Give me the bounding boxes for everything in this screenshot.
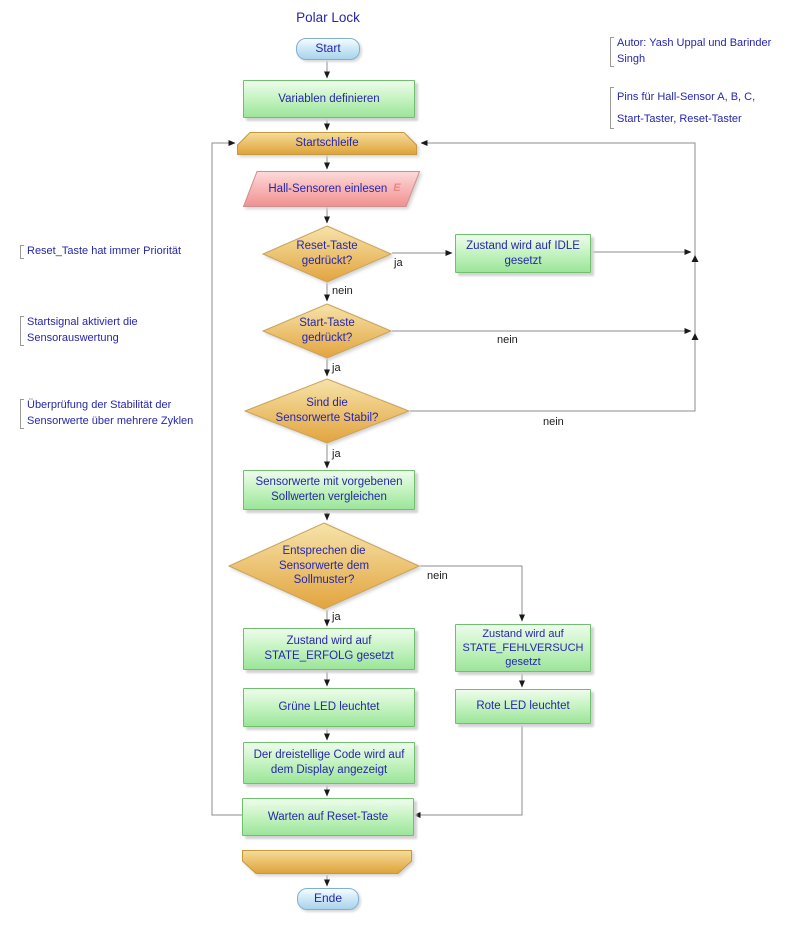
process-set-state-erfolg: Zustand wird auf STATE_ERFOLG gesetzt xyxy=(243,628,415,670)
process-display-code: Der dreistellige Code wird auf dem Displ… xyxy=(243,742,415,784)
branch-label-nein-stable: nein xyxy=(543,416,564,428)
end-terminal-label: Ende xyxy=(313,891,343,906)
loop-start-shape: Startschleife xyxy=(237,132,417,155)
annotation-pins: Pins für Hall-Sensor A, B, C, Start-Tast… xyxy=(610,86,792,130)
branch-label-ja-reset: ja xyxy=(394,257,403,269)
process-green-led-label: Grüne LED leuchtet xyxy=(278,701,380,714)
decision-match-pattern-label: Entsprechen die Sensorwerte dem Sollmust… xyxy=(278,544,370,587)
process-set-state-fehlversuch: Zustand wird auf STATE_FEHLVERSUCH geset… xyxy=(455,624,591,672)
annotation-start-signal-line1: Startsignal aktiviert die xyxy=(27,316,138,328)
branch-label-ja-match: ja xyxy=(332,611,341,623)
input-parallelogram xyxy=(243,171,420,207)
page-title: Polar Lock xyxy=(296,10,360,25)
annotation-start-signal-line2: Sensorauswertung xyxy=(27,331,119,344)
annotation-pins-line1: Pins für Hall-Sensor A, B, C, xyxy=(617,91,756,103)
process-set-state-erfolg-label: Zustand wird auf STATE_ERFOLG gesetzt xyxy=(264,635,394,662)
annotation-start-signal: Startsignal aktiviert die Sensorauswertu… xyxy=(20,315,197,347)
annotation-stability-line2: Sensorwerte über mehrere Zyklen xyxy=(27,414,194,427)
decision-diamond xyxy=(262,303,392,359)
loop-end-shape xyxy=(242,850,412,874)
process-compare-values-label: Sensorwerte mit vorgebenen Sollwerten ve… xyxy=(255,476,403,503)
decision-sensors-stable-label: Sind die Sensorwerte Stabil? xyxy=(275,397,379,424)
annotation-author-line2: Singh xyxy=(617,52,646,65)
process-define-variables-label: Variablen definieren xyxy=(278,92,380,105)
start-terminal: Start xyxy=(296,38,360,60)
loop-start-label: Startschleife xyxy=(295,137,359,150)
process-set-state-fehlversuch-label: Zustand wird auf STATE_FEHLVERSUCH geset… xyxy=(462,627,584,669)
decision-diamond xyxy=(262,225,392,283)
branch-label-nein-reset: nein xyxy=(332,285,353,297)
start-terminal-label: Start xyxy=(315,41,341,56)
decision-match-pattern: Entsprechen die Sensorwerte dem Sollmust… xyxy=(228,522,420,610)
annotation-reset-priority-line1: Reset_Taste hat immer Priorität xyxy=(27,245,182,257)
annotation-author-line1: Autor: Yash Uppal und Barinder xyxy=(617,37,772,49)
process-green-led: Grüne LED leuchtet xyxy=(243,688,415,727)
process-set-idle: Zustand wird auf IDLE gesetzt xyxy=(455,234,591,273)
decision-diamond xyxy=(244,378,410,444)
input-read-hall-sensors: Hall-Sensoren einlesen E xyxy=(243,171,420,207)
process-wait-reset: Warten auf Reset-Taste xyxy=(242,798,414,836)
annotation-stability-line1: Überprüfung der Stabilität der xyxy=(27,399,172,411)
process-set-idle-label: Zustand wird auf IDLE gesetzt xyxy=(466,239,580,267)
annotation-stability: Überprüfung der Stabilität der Sensorwer… xyxy=(20,398,217,430)
annotation-author: Autor: Yash Uppal und Barinder Singh xyxy=(610,36,782,68)
process-red-led-label: Rote LED leuchtet xyxy=(476,700,570,713)
process-red-led: Rote LED leuchtet xyxy=(455,689,591,724)
decision-start-pressed-label: Start-Taste gedrückt? xyxy=(299,317,355,344)
input-read-hall-sensors-label: Hall-Sensoren einlesen xyxy=(268,182,388,195)
decision-reset-pressed-label: Reset-Taste gedrückt? xyxy=(296,240,358,267)
process-display-code-label: Der dreistellige Code wird auf dem Displ… xyxy=(253,749,405,776)
decision-start-pressed: Start-Taste gedrückt? xyxy=(262,303,392,359)
loop-end-hexagon xyxy=(242,850,412,874)
branch-label-nein-start: nein xyxy=(497,334,518,346)
process-compare-values: Sensorwerte mit vorgebenen Sollwerten ve… xyxy=(243,470,415,510)
decision-sensors-stable: Sind die Sensorwerte Stabil? xyxy=(244,378,410,444)
end-terminal: Ende xyxy=(297,888,359,910)
decision-diamond xyxy=(228,522,420,610)
branch-label-ja-stable: ja xyxy=(332,448,341,460)
decision-reset-pressed: Reset-Taste gedrückt? xyxy=(262,225,392,283)
process-wait-reset-label: Warten auf Reset-Taste xyxy=(267,810,389,823)
branch-label-nein-match: nein xyxy=(427,570,448,582)
input-type-marker: E xyxy=(393,181,401,194)
loop-start-hexagon xyxy=(237,132,417,155)
annotation-pins-line2: Start-Taster, Reset-Taster xyxy=(617,113,742,125)
process-define-variables: Variablen definieren xyxy=(243,80,415,118)
branch-label-ja-start: ja xyxy=(332,362,341,374)
annotation-reset-priority: Reset_Taste hat immer Priorität xyxy=(20,244,212,260)
